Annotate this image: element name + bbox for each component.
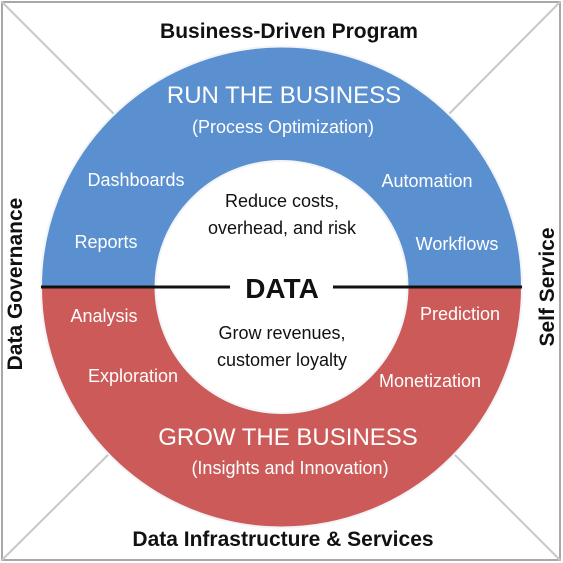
run-center-line-1: Reduce costs,: [225, 191, 339, 211]
right-frame-label: Self Service: [536, 227, 559, 346]
top-frame-label: Business-Driven Program: [160, 20, 418, 43]
diagonal-bottom-right: [442, 442, 561, 561]
run-center-line-2: overhead, and risk: [208, 218, 357, 238]
grow-item-exploration: Exploration: [88, 366, 178, 386]
diagonal-bottom-left: [1, 442, 121, 561]
grow-item-analysis: Analysis: [70, 306, 137, 326]
grow-item-prediction: Prediction: [420, 304, 500, 324]
bottom-frame-label: Data Infrastructure & Services: [132, 528, 433, 551]
grow-title: GROW THE BUSINESS: [158, 424, 418, 451]
run-item-workflows: Workflows: [416, 234, 499, 254]
grow-center-line-1: Grow revenues,: [218, 323, 345, 343]
grow-subtitle: (Insights and Innovation): [191, 458, 388, 478]
run-item-automation: Automation: [381, 171, 472, 191]
run-item-dashboards: Dashboards: [87, 170, 184, 190]
data-center-label: DATA: [245, 273, 319, 304]
run-item-reports: Reports: [74, 232, 137, 252]
left-frame-label: Data Governance: [4, 198, 27, 371]
grow-item-monetization: Monetization: [379, 371, 481, 391]
run-title: RUN THE BUSINESS: [167, 82, 401, 109]
data-label-background: [230, 272, 333, 302]
grow-center-line-2: customer loyalty: [217, 350, 347, 370]
run-subtitle: (Process Optimization): [192, 117, 374, 137]
diagonal-top-left: [1, 1, 121, 121]
diagonal-top-right: [442, 1, 561, 121]
